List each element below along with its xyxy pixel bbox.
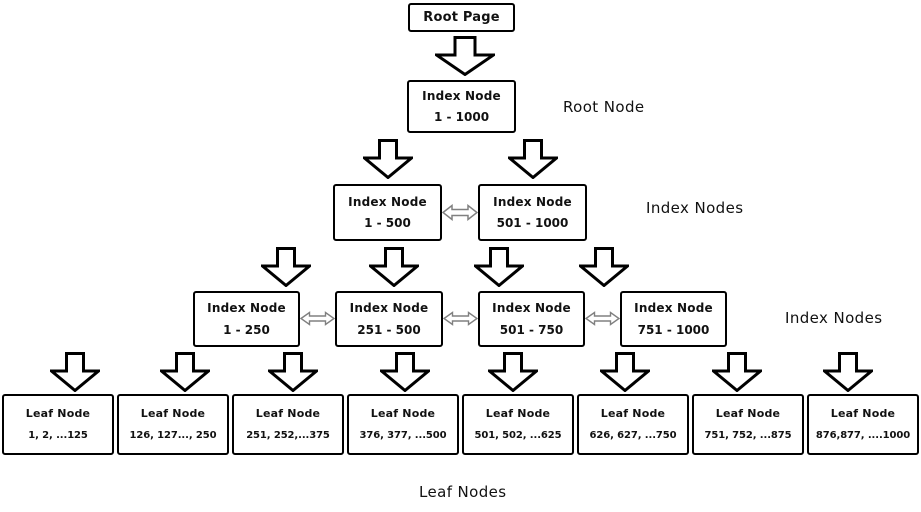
leaf-node-box: Leaf Node 751, 752, ...875 (692, 394, 804, 455)
index-node-box: Index Node 251 - 500 (335, 291, 443, 347)
node-title: Leaf Node (830, 407, 896, 420)
index-nodes-label-level-3: Index Nodes (785, 309, 883, 327)
down-arrow-icon (369, 247, 419, 287)
index-node-box: Index Node 501 - 750 (478, 291, 585, 347)
node-range: 1 - 250 (223, 322, 270, 337)
node-range: 626, 627, ...750 (589, 430, 677, 441)
leaf-node-box: Leaf Node 876,877, ....1000 (807, 394, 919, 455)
root-node-label: Root Node (563, 98, 645, 116)
index-nodes-label-level-2: Index Nodes (646, 199, 744, 217)
down-arrow-icon (363, 139, 413, 179)
node-range: 1, 2, ...125 (28, 430, 88, 441)
root-page-box: Root Page (408, 3, 515, 32)
node-title: Leaf Node (25, 407, 91, 420)
horizontal-double-arrow-icon (442, 204, 478, 221)
leaf-node-box: Leaf Node 1, 2, ...125 (2, 394, 114, 455)
down-arrow-icon (474, 247, 524, 287)
index-node-box: Index Node 1 - 1000 (407, 80, 516, 133)
index-node-box: Index Node 751 - 1000 (620, 291, 727, 347)
node-range: 1 - 500 (364, 216, 411, 231)
leaf-node-box: Leaf Node 126, 127..., 250 (117, 394, 229, 455)
leaf-node-box: Leaf Node 376, 377, ...500 (347, 394, 459, 455)
node-title: Index Node (493, 194, 572, 209)
node-title: Index Node (348, 194, 427, 209)
down-arrow-icon (712, 352, 762, 392)
horizontal-double-arrow-icon (443, 311, 478, 326)
index-node-box: Index Node 1 - 500 (333, 184, 442, 241)
down-arrow-icon (261, 247, 311, 287)
down-arrow-icon (435, 36, 495, 76)
leaf-node-box: Leaf Node 251, 252,...375 (232, 394, 344, 455)
down-arrow-icon (50, 352, 100, 392)
down-arrow-icon (380, 352, 430, 392)
node-range: 501 - 750 (499, 322, 564, 337)
down-arrow-icon (488, 352, 538, 392)
node-range: 126, 127..., 250 (129, 430, 217, 441)
node-range: 376, 377, ...500 (359, 430, 447, 441)
node-title: Index Node (422, 89, 501, 104)
horizontal-double-arrow-icon (585, 311, 620, 326)
index-node-box: Index Node 501 - 1000 (478, 184, 587, 241)
down-arrow-icon (579, 247, 629, 287)
index-node-box: Index Node 1 - 250 (193, 291, 300, 347)
down-arrow-icon (268, 352, 318, 392)
node-range: 251 - 500 (357, 322, 421, 337)
node-range: 501, 502, ...625 (474, 430, 562, 441)
node-title: Index Node (634, 301, 713, 316)
node-range: 751 - 1000 (637, 322, 710, 337)
horizontal-double-arrow-icon (300, 311, 335, 326)
node-range: 876,877, ....1000 (815, 430, 911, 441)
down-arrow-icon (160, 352, 210, 392)
node-range: 1 - 1000 (433, 109, 490, 124)
leaf-node-box: Leaf Node 501, 502, ...625 (462, 394, 574, 455)
down-arrow-icon (823, 352, 873, 392)
node-title: Index Node (207, 301, 286, 316)
node-title: Leaf Node (370, 407, 436, 420)
root-page-label: Root Page (423, 10, 500, 25)
node-title: Index Node (492, 301, 571, 316)
node-title: Leaf Node (140, 407, 206, 420)
node-title: Leaf Node (715, 407, 781, 420)
down-arrow-icon (508, 139, 558, 179)
node-title: Leaf Node (255, 407, 321, 420)
node-title: Leaf Node (600, 407, 666, 420)
node-range: 251, 252,...375 (246, 430, 330, 441)
node-range: 501 - 1000 (496, 216, 569, 231)
node-range: 751, 752, ...875 (704, 430, 792, 441)
down-arrow-icon (600, 352, 650, 392)
leaf-nodes-label: Leaf Nodes (419, 483, 507, 501)
node-title: Index Node (349, 301, 429, 316)
node-title: Leaf Node (485, 407, 551, 420)
leaf-node-box: Leaf Node 626, 627, ...750 (577, 394, 689, 455)
